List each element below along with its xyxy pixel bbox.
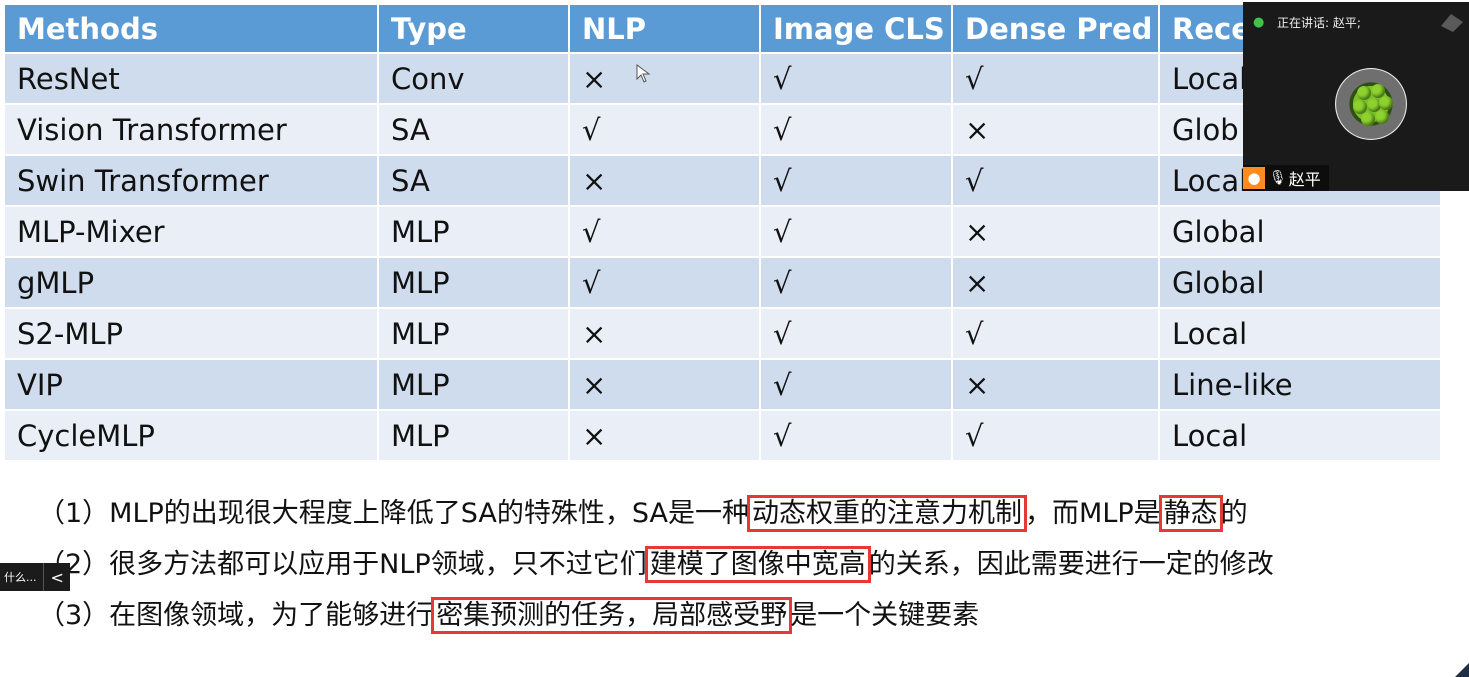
cell-receptive: Local — [1160, 409, 1442, 460]
cell-type: SA — [379, 103, 570, 154]
cell-image-cls: √ — [761, 358, 953, 409]
note-1-highlight-static: 静态 — [1158, 495, 1223, 532]
cell-dense-pred: × — [953, 358, 1160, 409]
header-type: Type — [379, 5, 570, 52]
note-3-text: （3）在图像领域，为了能够进行 — [38, 600, 434, 631]
speaking-indicator: 正在讲话: 赵平; — [1277, 15, 1361, 30]
note-2-text: （2）很多方法都可以应用于NLP领域，只不过它们 — [38, 549, 647, 580]
note-2-highlight-modeling: 建模了图像中宽高 — [644, 546, 871, 583]
cell-method: Vision Transformer — [5, 103, 379, 154]
cell-type: Conv — [379, 52, 570, 103]
microphone-icon: ● — [1253, 15, 1265, 30]
cell-nlp: √ — [570, 103, 761, 154]
header-image-cls: Image CLS — [761, 5, 953, 52]
note-1-text-3: 的 — [1220, 498, 1248, 529]
participant-avatar — [1335, 68, 1407, 140]
cell-dense-pred: √ — [953, 307, 1160, 358]
cell-type: SA — [379, 154, 570, 205]
resize-corner-icon[interactable] — [1455, 663, 1469, 677]
cell-receptive: Local — [1160, 307, 1442, 358]
logo-icon — [1441, 14, 1463, 32]
cell-nlp: × — [570, 154, 761, 205]
cell-nlp: × — [570, 307, 761, 358]
cell-receptive: Global — [1160, 205, 1442, 256]
cell-dense-pred: × — [953, 256, 1160, 307]
expand-panel-button[interactable]: < — [43, 563, 70, 591]
note-1: （1）MLP的出现很大程度上降低了SA的特殊性，SA是一种动态权重的注意力机制，… — [38, 488, 1274, 539]
cell-receptive: Global — [1160, 256, 1442, 307]
note-1-text: （1）MLP的出现很大程度上降低了SA的特殊性，SA是一种 — [38, 498, 750, 529]
collapsed-side-panel[interactable]: 什么... < — [0, 563, 70, 591]
note-2: （2）很多方法都可以应用于NLP领域，只不过它们建模了图像中宽高的关系，因此需要… — [38, 539, 1274, 590]
comparison-table: Methods Type NLP Image CLS Dense Pred Re… — [5, 5, 1442, 460]
cell-image-cls: √ — [761, 409, 953, 460]
cell-type: MLP — [379, 409, 570, 460]
cell-dense-pred: √ — [953, 154, 1160, 205]
mouse-cursor-icon — [636, 64, 651, 83]
side-panel-label: 什么... — [4, 571, 37, 584]
cell-receptive: Line-like — [1160, 358, 1442, 409]
header-receptive: Rece — [1160, 5, 1442, 52]
cell-type: MLP — [379, 205, 570, 256]
video-call-panel[interactable]: ● 正在讲话: 赵平; ● 🎙 赵平 — [1243, 2, 1469, 191]
cell-nlp: × — [570, 409, 761, 460]
note-1-text-2: ，而MLP是 — [1025, 498, 1161, 529]
cell-nlp: × — [570, 358, 761, 409]
cell-method: VIP — [5, 358, 379, 409]
table-header-row: Methods Type NLP Image CLS Dense Pred Re… — [5, 5, 1442, 52]
cell-method: CycleMLP — [5, 409, 379, 460]
note-1-highlight-dynamic-weight: 动态权重的注意力机制 — [747, 495, 1028, 532]
cell-method: ResNet — [5, 52, 379, 103]
note-3-highlight-dense: 密集预测的任务，局部感受野 — [431, 597, 793, 634]
cell-image-cls: √ — [761, 154, 953, 205]
header-methods: Methods — [5, 5, 379, 52]
video-footer: ● 🎙 赵平 — [1243, 165, 1329, 191]
note-2-text-2: 的关系，因此需要进行一定的修改 — [868, 549, 1274, 580]
participant-name: 赵平 — [1288, 170, 1321, 189]
cell-method: gMLP — [5, 256, 379, 307]
person-icon: ● — [1243, 167, 1265, 189]
cell-type: MLP — [379, 256, 570, 307]
cell-image-cls: √ — [761, 205, 953, 256]
note-3: （3）在图像领域，为了能够进行密集预测的任务，局部感受野是一个关键要素 — [38, 590, 1274, 641]
cell-image-cls: √ — [761, 256, 953, 307]
cell-nlp: √ — [570, 205, 761, 256]
cell-image-cls: √ — [761, 307, 953, 358]
notes-section: （1）MLP的出现很大程度上降低了SA的特殊性，SA是一种动态权重的注意力机制，… — [38, 488, 1274, 641]
cell-type: MLP — [379, 307, 570, 358]
cell-dense-pred: × — [953, 103, 1160, 154]
cell-type: MLP — [379, 358, 570, 409]
cell-method: Swin Transformer — [5, 154, 379, 205]
cell-nlp: √ — [570, 256, 761, 307]
cell-dense-pred: √ — [953, 52, 1160, 103]
video-top-bar: ● 正在讲话: 赵平; — [1243, 2, 1469, 42]
mic-status-icon: 🎙 — [1269, 170, 1287, 186]
cell-nlp: × — [570, 52, 761, 103]
cell-dense-pred: × — [953, 205, 1160, 256]
cell-image-cls: √ — [761, 52, 953, 103]
cell-method: MLP-Mixer — [5, 205, 379, 256]
cell-dense-pred: √ — [953, 409, 1160, 460]
note-3-text-2: 是一个关键要素 — [790, 600, 980, 631]
header-nlp: NLP — [570, 5, 761, 52]
cell-image-cls: √ — [761, 103, 953, 154]
header-dense-pred: Dense Pred — [953, 5, 1160, 52]
cell-method: S2-MLP — [5, 307, 379, 358]
